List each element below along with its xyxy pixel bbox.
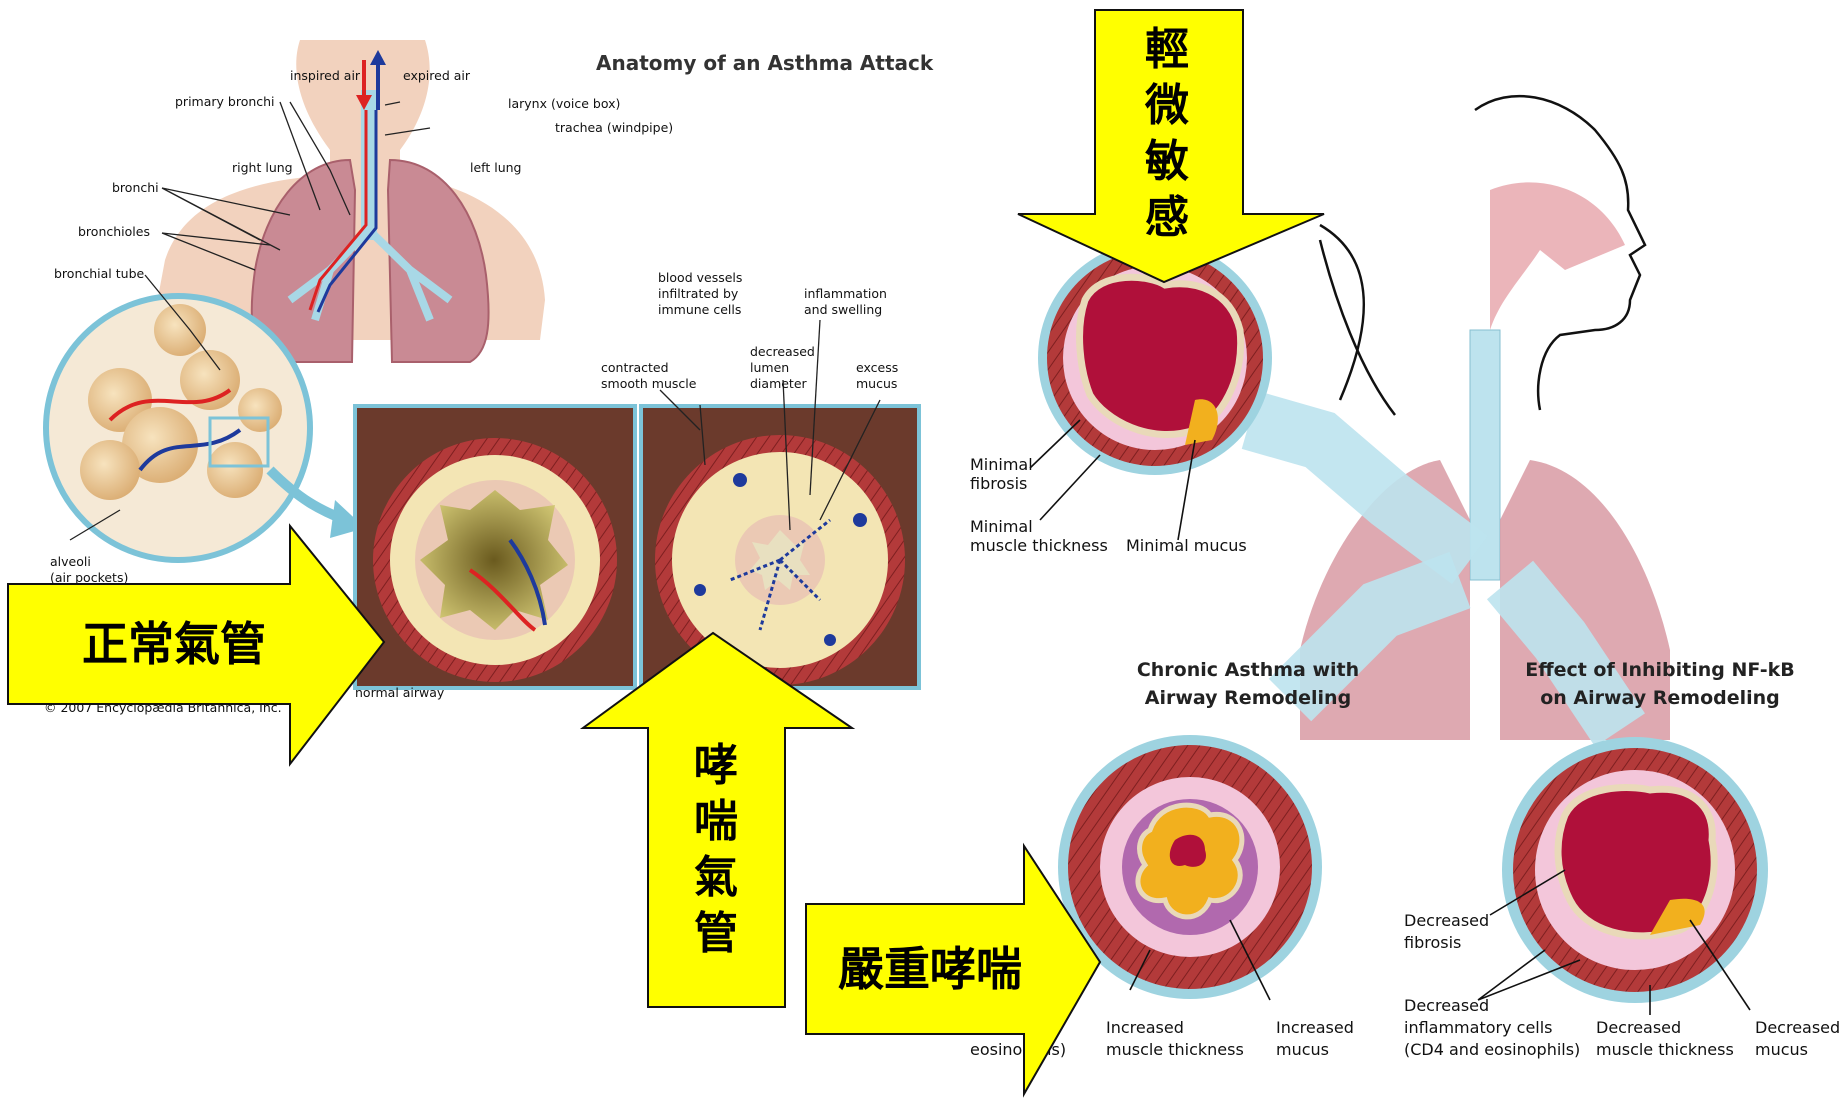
label-decreased-mucus-2: mucus bbox=[1755, 1040, 1808, 1059]
label-minimal-muscle-1: Minimal bbox=[970, 517, 1033, 536]
label-larynx: larynx (voice box) bbox=[508, 96, 620, 111]
label-contracted-2: smooth muscle bbox=[601, 376, 697, 391]
label-decreased-1: decreased bbox=[750, 344, 815, 359]
callout-asthma-char-4: 管 bbox=[694, 908, 738, 959]
callout-asthma-char-1: 哮 bbox=[694, 740, 738, 791]
callout-mild-char-2: 微 bbox=[1144, 80, 1189, 131]
label-blood-vessels-3: immune cells bbox=[658, 302, 741, 317]
chronic-title-2: Airway Remodeling bbox=[1145, 687, 1351, 709]
callout-severe-text: 嚴重哮喘 bbox=[838, 942, 1022, 996]
label-expired-air: expired air bbox=[403, 68, 471, 83]
label-increased-mucus-1: Increased bbox=[1276, 1018, 1354, 1037]
label-bronchioles: bronchioles bbox=[78, 224, 150, 239]
callout-mild-sensitivity: 輕 微 敏 感 bbox=[1018, 10, 1324, 282]
label-decreased-mucus-1: Decreased bbox=[1755, 1018, 1840, 1037]
label-blood-vessels-1: blood vessels bbox=[658, 270, 742, 285]
label-primary-bronchi: primary bronchi bbox=[175, 94, 275, 109]
label-trachea: trachea (windpipe) bbox=[555, 120, 673, 135]
nasal-passage bbox=[1490, 182, 1625, 330]
label-increased-muscle-2: muscle thickness bbox=[1106, 1040, 1244, 1059]
label-inflammation-2: and swelling bbox=[804, 302, 882, 317]
normal-airway-crosssection bbox=[373, 438, 617, 682]
label-decreased-inflam-1: Decreased bbox=[1404, 996, 1489, 1015]
label-blood-vessels-2: infiltrated by bbox=[658, 286, 739, 301]
label-decreased-2: lumen bbox=[750, 360, 789, 375]
nfkb-title-2: on Airway Remodeling bbox=[1540, 687, 1780, 709]
callout-asthma-char-2: 喘 bbox=[694, 796, 738, 847]
label-right-lung: right lung bbox=[232, 160, 293, 175]
label-excess-1: excess bbox=[856, 360, 898, 375]
callout-mild-char-4: 感 bbox=[1145, 192, 1189, 243]
label-minimal-mucus: Minimal mucus bbox=[1126, 536, 1247, 555]
label-normal-airway: normal airway bbox=[355, 685, 445, 700]
label-decreased-fibrosis-2: fibrosis bbox=[1404, 933, 1461, 952]
nfkb-title-1: Effect of Inhibiting NF-kB bbox=[1525, 659, 1795, 681]
label-decreased-fibrosis-1: Decreased bbox=[1404, 911, 1489, 930]
label-decreased-muscle-2: muscle thickness bbox=[1596, 1040, 1734, 1059]
label-decreased-inflam-2: inflammatory cells bbox=[1404, 1018, 1553, 1037]
label-inflammation-1: inflammation bbox=[804, 286, 887, 301]
label-minimal-fibrosis-2: fibrosis bbox=[970, 474, 1027, 493]
label-minimal-muscle-2: muscle thickness bbox=[970, 536, 1108, 555]
label-increased-mucus-2: mucus bbox=[1276, 1040, 1329, 1059]
label-decreased-inflam-3: (CD4 and eosinophils) bbox=[1404, 1040, 1580, 1059]
label-increased-muscle-1: Increased bbox=[1106, 1018, 1184, 1037]
label-bronchial-tube: bronchial tube bbox=[54, 266, 145, 281]
chronic-title-1: Chronic Asthma with bbox=[1137, 659, 1359, 681]
label-decreased-3: diameter bbox=[750, 376, 808, 391]
label-left-lung: left lung bbox=[470, 160, 521, 175]
callout-asthma-char-3: 氣 bbox=[694, 852, 738, 903]
airway-crosssection-nfkb bbox=[1502, 737, 1768, 1003]
label-decreased-muscle-1: Decreased bbox=[1596, 1018, 1681, 1037]
callout-mild-char-1: 輕 bbox=[1145, 24, 1189, 75]
label-contracted-1: contracted bbox=[601, 360, 669, 375]
label-excess-2: mucus bbox=[856, 376, 897, 391]
callout-mild-char-3: 敏 bbox=[1145, 136, 1189, 187]
label-bronchi: bronchi bbox=[112, 180, 159, 195]
label-minimal-fibrosis-1: Minimal bbox=[970, 455, 1033, 474]
callout-normal-text: 正常氣管 bbox=[82, 617, 266, 671]
label-alveoli-sub: (air pockets) bbox=[50, 570, 128, 585]
label-inspired-air: inspired air bbox=[290, 68, 361, 83]
left-figure-title: Anatomy of an Asthma Attack bbox=[596, 51, 934, 75]
label-alveoli: alveoli bbox=[50, 554, 91, 569]
